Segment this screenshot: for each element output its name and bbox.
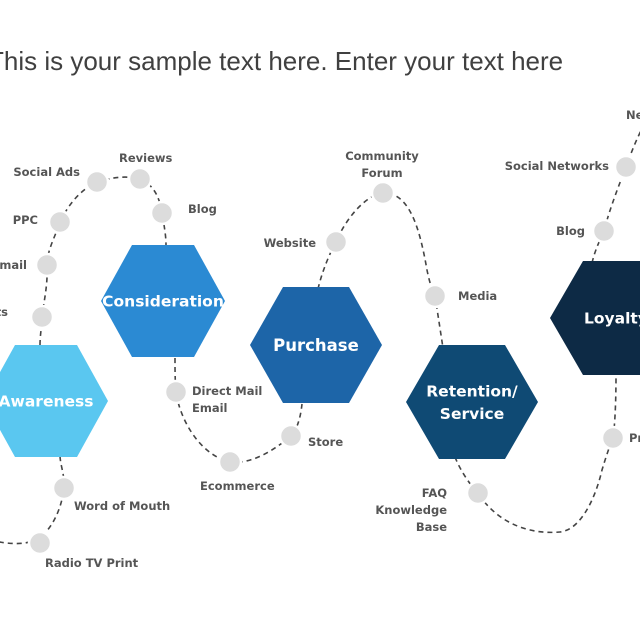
touchpoint-node-store — [278, 423, 304, 449]
stage-retention: Retention/Service — [406, 345, 538, 459]
touchpoint-label-social-networks: Social Networks — [505, 159, 609, 173]
touchpoint-label-store: Store — [308, 435, 343, 449]
stage-loyalty-label: Loyalty — [584, 310, 640, 328]
touchpoint-label-media: Media — [458, 289, 497, 303]
touchpoint-node-website — [323, 229, 349, 255]
touchpoint-node-word-of-mouth — [51, 475, 77, 501]
touchpoint-label-website: Website — [264, 236, 317, 250]
touchpoint-node-social-networks — [613, 154, 639, 180]
stage-purchase: Purchase — [250, 287, 382, 403]
touchpoint-node-ecommerce — [217, 449, 243, 475]
touchpoint-label-direct-mail: Direct Mail — [192, 384, 262, 398]
stage-retention-label: Service — [440, 405, 504, 423]
stage-awareness-label: Awareness — [0, 393, 93, 411]
touchpoint-label-community: Community — [345, 149, 419, 163]
touchpoint-node-community — [370, 180, 396, 206]
touchpoint-label-reviews: Reviews — [119, 151, 173, 165]
touchpoint-label-faq: FAQ — [422, 486, 447, 500]
touchpoint-label-events: Events — [0, 305, 8, 319]
touchpoint-label-email: Email — [0, 258, 27, 272]
touchpoint-node-radio-tv — [27, 530, 53, 556]
touchpoint-label-newsletter: Newsletter — [626, 108, 640, 122]
touchpoint-node-media — [422, 283, 448, 309]
stage-consideration-label: Consideration — [102, 293, 224, 311]
touchpoint-label-blog1: Blog — [188, 202, 217, 216]
touchpoint-node-social-ads — [84, 169, 110, 195]
stage-awareness-hexagon — [0, 345, 108, 457]
stage-awareness: Awareness — [0, 345, 108, 457]
stage-loyalty-hexagon — [550, 261, 640, 375]
touchpoint-label-faq: Knowledge — [375, 503, 447, 517]
stage-purchase-label: Purchase — [273, 336, 359, 355]
stage-retention-hexagon — [406, 345, 538, 459]
touchpoint-label-word-of-mouth: Word of Mouth — [74, 499, 170, 513]
touchpoint-label-radio-tv: Radio TV Print — [45, 556, 139, 570]
touchpoint-node-ppc — [47, 209, 73, 235]
touchpoint-node-reviews — [127, 166, 153, 192]
stage-consideration-hexagon — [101, 245, 225, 357]
touchpoint-label-community: Forum — [361, 166, 402, 180]
touchpoint-label-ecommerce: Ecommerce — [200, 479, 275, 493]
touchpoint-label-faq: Base — [416, 520, 447, 534]
stage-purchase-hexagon — [250, 287, 382, 403]
touchpoint-node-blog2 — [591, 218, 617, 244]
stage-loyalty: Loyalty — [550, 261, 640, 375]
touchpoint-node-email — [34, 252, 60, 278]
touchpoint-node-direct-mail — [163, 379, 189, 405]
touchpoint-node-faq — [465, 480, 491, 506]
stage-consideration: Consideration — [101, 245, 225, 357]
touchpoint-label-ppc: PPC — [13, 213, 38, 227]
touchpoint-label-blog2: Blog — [556, 224, 585, 238]
touchpoint-node-blog1 — [149, 200, 175, 226]
touchpoint-node-promotions — [600, 425, 626, 451]
header-text: This is your sample text here. Enter you… — [0, 46, 564, 76]
stage-retention-label: Retention/ — [426, 382, 518, 400]
touchpoint-label-social-ads: Social Ads — [13, 165, 80, 179]
touchpoint-label-direct-mail: Email — [192, 401, 227, 415]
touchpoint-label-promotions: Promotions — [629, 431, 640, 445]
touchpoint-node-events — [29, 304, 55, 330]
